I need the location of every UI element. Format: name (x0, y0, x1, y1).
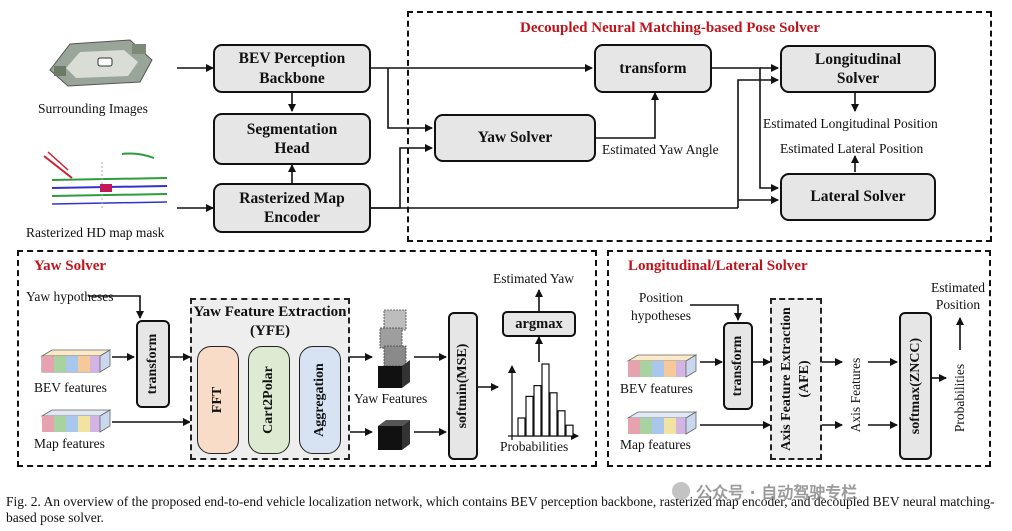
estimated-longitudinal-label: Estimated Longitudinal Position (763, 116, 938, 131)
segmentation-head: Segmentation Head (213, 113, 371, 165)
figure-caption: Fig. 2. An overview of the proposed end-… (6, 494, 995, 525)
yaw-features-label: Yaw Features (354, 391, 428, 406)
yaw-transform-label: transform (145, 333, 160, 395)
lon-panel-title: Longitudinal/Lateral Solver (628, 258, 808, 274)
histogram-bar (549, 392, 558, 437)
axis-features-label-wrap: Axis Features (844, 340, 868, 450)
cart2polar-label: Cart2Polar (261, 366, 276, 434)
watermark-text: 公众号 · 自动驾驶专栏 (696, 483, 858, 502)
yaw-map-features-label: Map features (34, 436, 105, 451)
fft-label: FFT (210, 386, 225, 414)
estimated-yaw-label: Estimated Yaw (493, 271, 574, 286)
map-features-cube (38, 408, 112, 434)
softmin-box: softmin(MSE) (448, 312, 478, 460)
histogram-bar (517, 417, 526, 437)
probability-histogram (517, 363, 574, 437)
transform-label: transform (619, 59, 687, 77)
yaw-feature-stack-map (374, 418, 414, 454)
map-mask-picture (42, 148, 172, 214)
lon-lat-solver-panel (607, 250, 991, 467)
aggregation-block: Aggregation (299, 346, 341, 454)
bev-perception-backbone: BEV Perception Backbone (213, 44, 371, 93)
histogram-bar (557, 410, 566, 437)
rasterized-map-encoder: Rasterized Map Encoder (213, 183, 371, 233)
lateral-solver-box: Lateral Solver (780, 173, 936, 221)
aggregation-label: Aggregation (312, 363, 327, 437)
yfe-title: Yaw Feature Extraction (YFE) (193, 304, 347, 339)
histogram-bar (525, 395, 534, 437)
yaw-solver-label: Yaw Solver (477, 129, 553, 147)
decoupled-solver-title: Decoupled Neural Matching-based Pose Sol… (520, 20, 820, 36)
estimated-position-label: Estimated Position (931, 280, 985, 312)
estimated-yaw-angle-label: Estimated Yaw Angle (602, 142, 719, 157)
lon-bev-features-label: BEV features (620, 381, 693, 396)
lon-transform-box: transform (723, 322, 753, 410)
watermark: 公众号 · 自动驾驶专栏 (672, 479, 857, 503)
afe-label: Axis Feature Extraction (AFE) (779, 307, 812, 451)
longitudinal-solver-label: Longitudinal Solver (814, 50, 902, 87)
longitudinal-solver-box: Longitudinal Solver (780, 45, 936, 93)
argmax-box: argmax (502, 311, 576, 337)
estimated-lateral-label: Estimated Lateral Position (780, 141, 924, 156)
lon-map-features-label: Map features (620, 437, 691, 452)
bev-features-cube (38, 348, 112, 374)
segmentation-head-label: Segmentation Head (246, 120, 338, 157)
decoupled-solver-region (407, 11, 992, 242)
yaw-probabilities-label: Probabilities (500, 439, 569, 454)
histogram-bar (541, 363, 550, 437)
argmax-label: argmax (515, 315, 563, 332)
position-hypotheses-label: Position hypotheses (631, 290, 691, 323)
surrounding-images-label: Surrounding Images (38, 101, 148, 116)
softmin-label: softmin(MSE) (455, 343, 470, 429)
lon-probabilities-label: Probabilities (952, 363, 967, 433)
yaw-hypotheses-label: Yaw hypotheses (26, 289, 114, 304)
yaw-transform-box: transform (136, 320, 170, 408)
lateral-solver-label: Lateral Solver (810, 188, 906, 206)
histogram-bar (565, 424, 574, 437)
surrounding-images-picture (40, 30, 160, 92)
lon-transform-label: transform (730, 335, 745, 397)
map-mask-label: Rasterized HD map mask (26, 225, 165, 240)
lon-map-features-cube (624, 410, 698, 436)
transform-box: transform (594, 44, 712, 93)
softmax-label: softmax(ZNCC) (907, 337, 923, 435)
yaw-feature-stack-bev (374, 308, 414, 390)
rasterized-map-encoder-label: Rasterized Map Encoder (239, 189, 345, 226)
lon-bev-features-cube (624, 353, 698, 379)
bev-perception-backbone-label: BEV Perception Backbone (238, 50, 346, 87)
axis-features-label: Axis Features (848, 357, 863, 433)
afe-module: Axis Feature Extraction (AFE) (770, 298, 822, 460)
yaw-solver-panel (17, 250, 597, 467)
cart2polar-block: Cart2Polar (248, 346, 290, 454)
lon-probabilities-label-wrap: Probabilities (948, 352, 972, 444)
wechat-icon (672, 482, 690, 500)
softmax-box: softmax(ZNCC) (899, 312, 932, 460)
fft-block: FFT (197, 346, 239, 454)
yaw-solver-box: Yaw Solver (434, 114, 596, 162)
yaw-panel-title: Yaw Solver (34, 258, 107, 274)
yaw-bev-features-label: BEV features (34, 380, 107, 395)
histogram-bar (533, 385, 542, 437)
